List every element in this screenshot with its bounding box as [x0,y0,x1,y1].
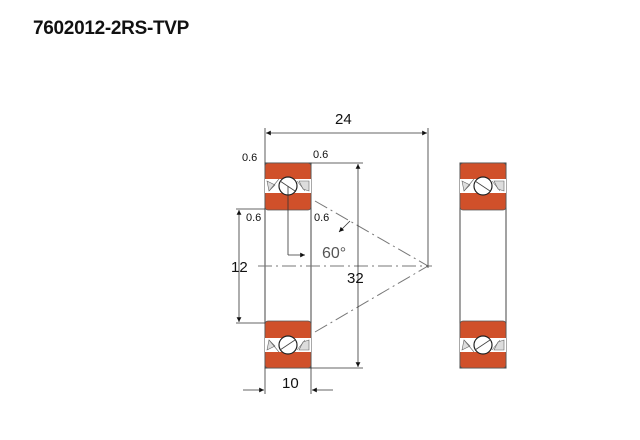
chamfer-label: 0.6 [242,152,257,164]
dim-32-label: 32 [347,270,364,287]
chamfer-label: 0.6 [313,149,328,161]
dim-12-label: 12 [231,259,248,276]
chamfer-label: 0.6 [314,212,329,224]
dimension-12 [236,208,265,324]
dimension-32 [311,162,363,369]
dimension-24 [264,128,429,268]
dim-24-label: 24 [335,111,352,128]
dim-10-label: 10 [282,375,299,392]
dimension-10 [243,368,333,394]
product-title: 7602012-2RS-TVP [33,18,190,39]
centerline [258,200,432,333]
chamfer-label: 0.6 [246,212,261,224]
contact-angle-marker [287,186,351,258]
bearing-section-right [459,162,507,369]
contact-angle-label: 60° [322,245,346,262]
